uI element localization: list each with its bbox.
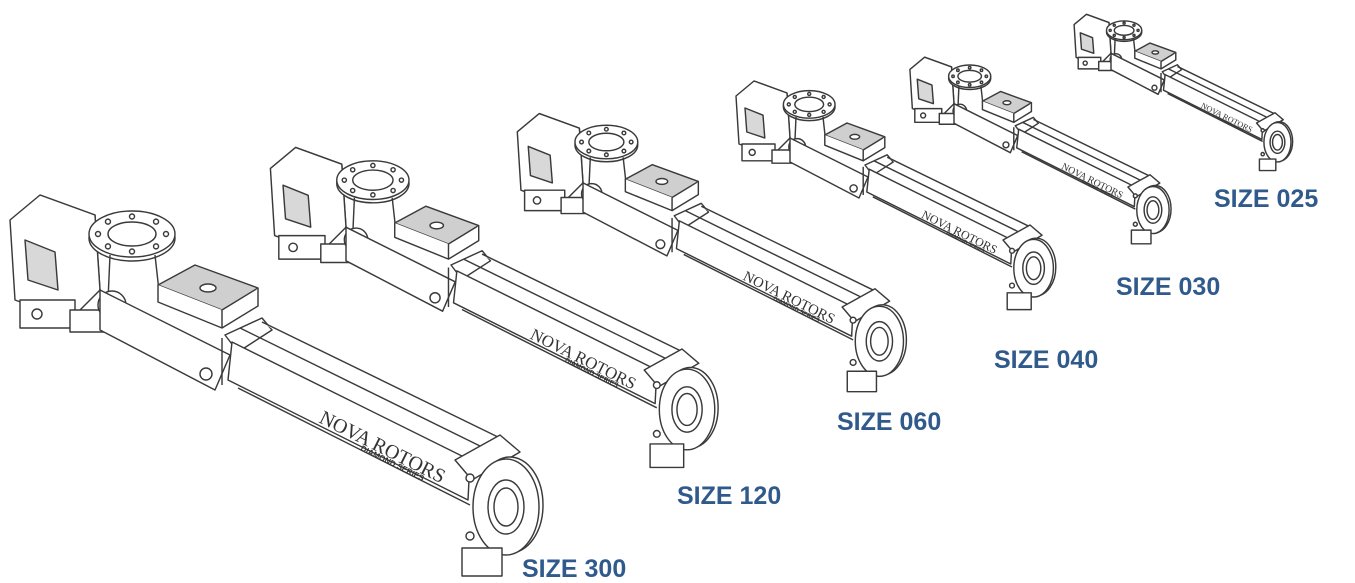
gearbox (9, 194, 116, 333)
gearbox (269, 146, 360, 264)
inspection-cover (394, 205, 480, 260)
size-label-025: SIZE 025 (1214, 185, 1319, 213)
gearbox (1073, 13, 1118, 72)
inspection-cover (1134, 42, 1177, 70)
suction-flange (947, 64, 992, 119)
inspection-cover (624, 163, 700, 212)
suction-body (953, 102, 1019, 154)
size-label-120: SIZE 120 (677, 482, 782, 510)
discharge-flange (1002, 224, 1057, 311)
discharge-flange (1127, 174, 1172, 245)
discharge-flange (454, 434, 544, 577)
gearbox (516, 112, 595, 215)
suction-flange (574, 124, 639, 205)
inspection-cover (157, 264, 259, 329)
size-label-060: SIZE 060 (837, 408, 942, 436)
suction-body (789, 137, 869, 199)
size-label-030: SIZE 030 (1116, 273, 1221, 301)
inspection-cover (981, 90, 1033, 124)
discharge-flange (841, 288, 908, 393)
suction-flange (88, 210, 176, 320)
suction-body (1110, 52, 1166, 96)
suction-body (99, 289, 231, 391)
inspection-cover (824, 122, 886, 162)
gearbox (909, 56, 963, 126)
size-label-040: SIZE 040 (994, 346, 1099, 374)
size-label-300: SIZE 300 (522, 555, 627, 583)
gearbox (735, 80, 800, 164)
discharge-flange (643, 348, 719, 469)
discharge-flange (1255, 112, 1294, 172)
suction-body (345, 226, 456, 312)
suction-body (582, 182, 679, 257)
